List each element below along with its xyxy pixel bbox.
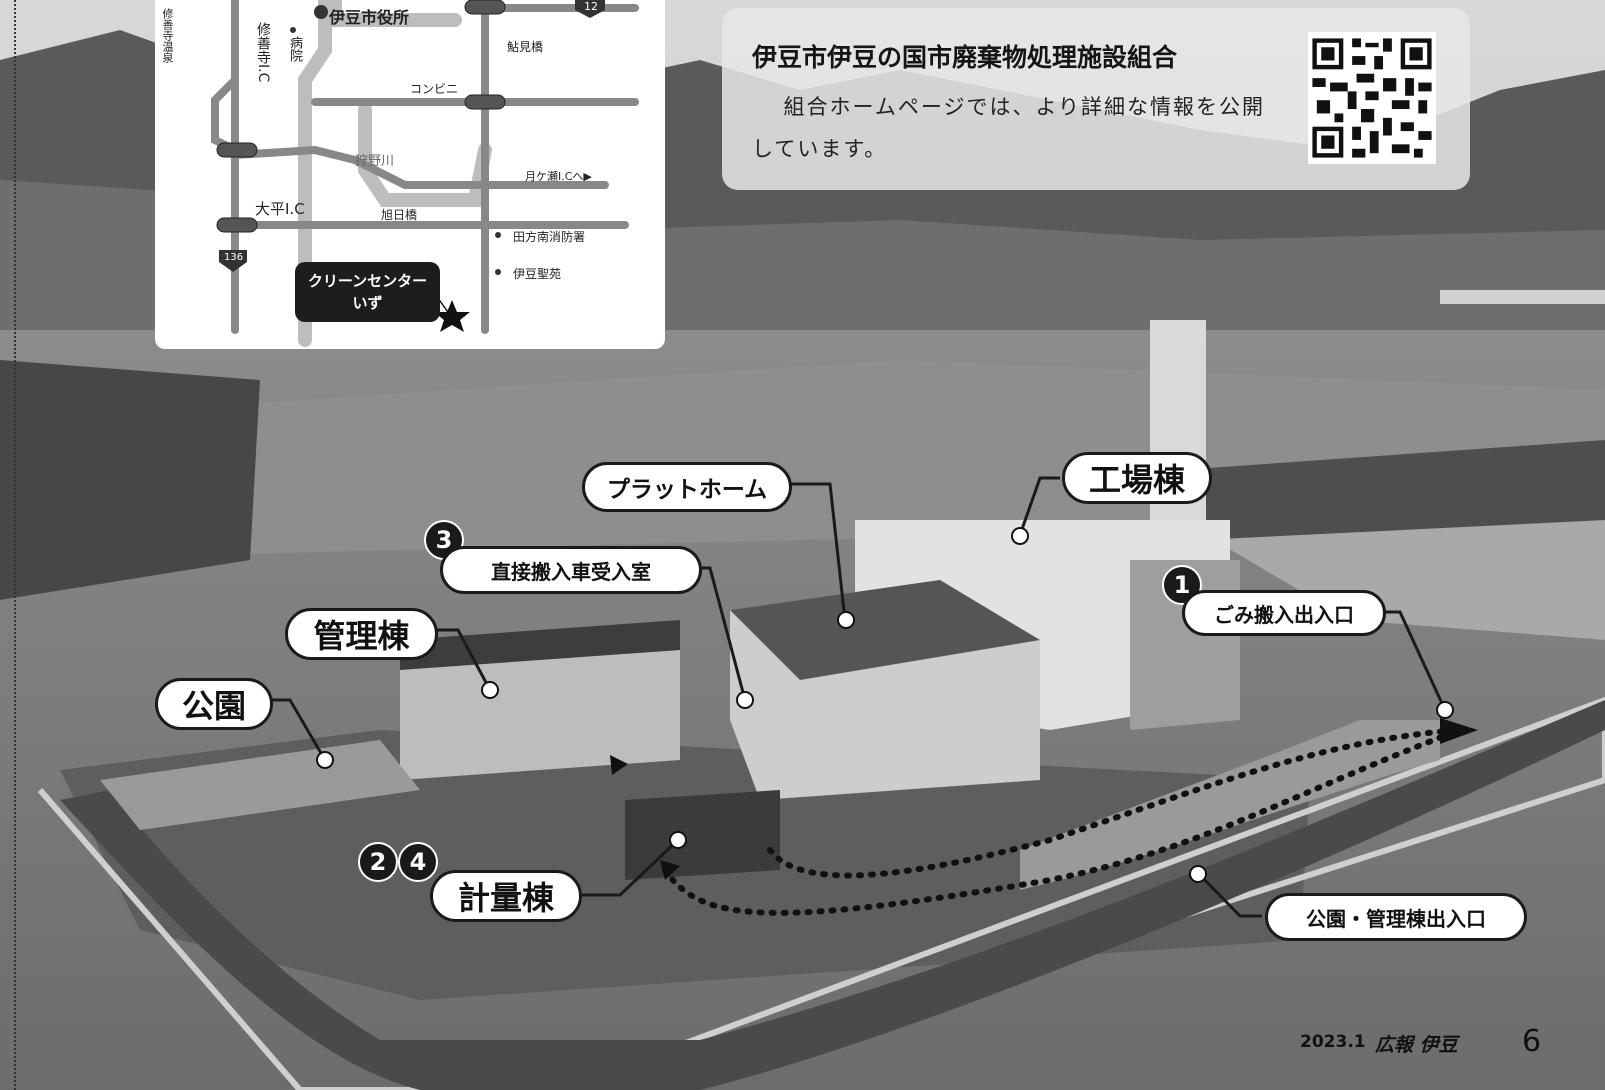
trees-right — [1180, 440, 1605, 540]
dot-park — [316, 751, 334, 769]
clean-center-label: クリーンセンター いず — [295, 262, 440, 322]
admin-building — [400, 640, 680, 780]
map-label-tsukigase: 月ケ瀬I.Cへ▶ — [525, 170, 592, 183]
info-body: 組合ホームページでは、より詳細な情報を公開しています。 — [752, 95, 1266, 161]
trees-left — [0, 360, 260, 600]
chimney — [1150, 320, 1206, 540]
map-label-shuzenji-ic: 修善寺I.C — [255, 22, 271, 83]
map-roads — [211, 0, 639, 347]
dot-admin — [481, 681, 499, 699]
leader-park — [270, 698, 327, 761]
star-marker — [434, 300, 470, 332]
leader-admin — [436, 628, 492, 691]
callout-platform: プラットホーム — [582, 462, 792, 512]
dot-direct — [736, 691, 754, 709]
map-label-asahi-bridge: 旭日橋 — [381, 208, 418, 222]
leader-direct — [700, 566, 747, 701]
dot-garbage — [1436, 701, 1454, 719]
leader-garbage — [1382, 610, 1447, 711]
leader-platform — [790, 482, 847, 621]
callout-park-entrance: 公園・管理棟出入口 — [1265, 893, 1527, 941]
leader-factory — [1018, 476, 1060, 536]
map-label-fire-station: 田方南消防署 — [513, 230, 586, 244]
road-main — [37, 696, 1605, 1090]
number-4-badge: 4 — [398, 842, 438, 882]
callout-weighing: 計量棟 — [430, 870, 582, 922]
map-label-onsen: 修善寺温泉 — [161, 8, 174, 63]
access-map: 伊豆市役所 修善寺温泉 修善寺I.C 病院 鮎見橋 コンビニ 狩野川 月ケ瀬I.… — [155, 0, 665, 349]
clean-center-line-2: いず — [352, 294, 383, 312]
route-136-shield — [219, 250, 247, 272]
callout-garbage-entrance: ごみ搬入出入口 — [1182, 590, 1386, 636]
admin-roof — [400, 620, 680, 670]
info-title: 伊豆市伊豆の国市廃棄物処理施設組合 — [752, 43, 1178, 72]
number-2-badge: 2 — [358, 842, 398, 882]
callout-admin: 管理棟 — [285, 608, 438, 660]
leader-park-entrance — [1198, 873, 1262, 918]
route-12-shield — [575, 0, 605, 18]
clean-center-line-1: クリーンセンター — [307, 272, 428, 290]
callout-direct-room: 直接搬入車受入室 — [440, 546, 702, 594]
city-office-dot — [314, 5, 328, 19]
map-label-seiyukai: 伊豆聖苑 — [513, 267, 562, 281]
footer-date: 2023.1 — [1300, 1032, 1366, 1052]
map-label-ohira-ic: 大平I.C — [255, 200, 305, 218]
leader-weighing — [578, 838, 680, 897]
platform-roof — [730, 580, 1040, 680]
map-label-bridge-ayu: 鮎見橋 — [507, 40, 544, 54]
route-dotted-2 — [767, 727, 1463, 879]
dot-weighing — [669, 831, 687, 849]
info-box: 伊豆市伊豆の国市廃棄物処理施設組合 組合ホームページでは、より詳細な情報を公開し… — [722, 8, 1470, 190]
dot-park-entrance — [1189, 865, 1207, 883]
qr-code-icon[interactable] — [1308, 32, 1436, 164]
route-arrow-2 — [660, 860, 680, 880]
map-label-hospital: 病院 — [287, 36, 302, 62]
footer-brand: 広報 伊豆 — [1375, 1034, 1458, 1056]
road-access — [1020, 720, 1440, 890]
page-number: 6 — [1522, 1024, 1542, 1059]
route-arrow — [1440, 718, 1478, 744]
weighing-building — [625, 790, 780, 880]
route-arrow-3 — [610, 755, 628, 775]
map-label-route-12: 12 — [584, 0, 598, 13]
callout-park: 公園 — [155, 678, 273, 730]
road-main-body — [60, 700, 1605, 1090]
map-label-route-136: 136 — [224, 252, 244, 263]
park-area — [100, 740, 420, 830]
map-label-river: 狩野川 — [355, 154, 395, 169]
dot-factory — [1011, 527, 1029, 545]
map-label-konbini: コンビニ — [410, 82, 459, 96]
bridge — [1440, 290, 1605, 304]
callout-factory: 工場棟 — [1062, 452, 1212, 504]
page-edge-line — [14, 0, 16, 1090]
map-label-city-office: 伊豆市役所 — [329, 8, 410, 27]
route-dotted — [662, 727, 1463, 916]
dot-platform — [837, 611, 855, 629]
